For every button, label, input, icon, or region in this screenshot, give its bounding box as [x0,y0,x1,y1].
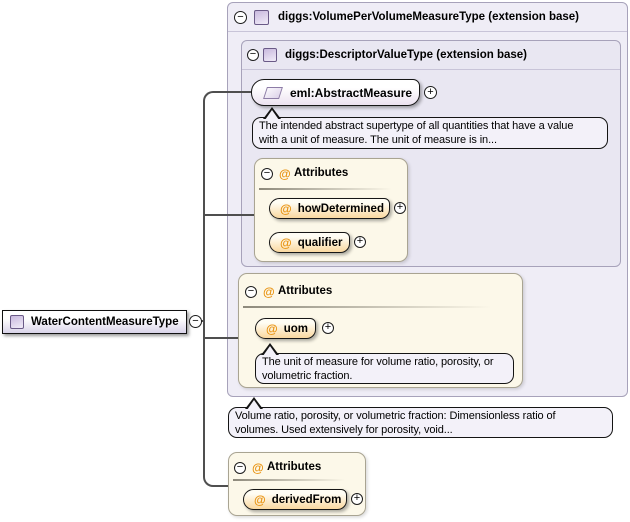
attribute-uom[interactable]: @ uom [255,318,316,339]
attribute-label: uom [283,322,308,335]
attribute-label: qualifier [297,236,343,249]
collapse-icon[interactable]: − [234,11,247,24]
header-divider [242,69,620,70]
attribute-how-determined[interactable]: @ howDetermined [269,198,390,219]
element-label: eml:AbstractMeasure [290,85,413,100]
annotation-uom: The unit of measure for volume ratio, po… [255,343,514,384]
attributes-title: Attributes [278,285,333,297]
complex-type-icon [10,315,24,329]
attribute-label: howDetermined [297,202,384,215]
attribute-icon: @ [280,201,292,216]
expand-icon[interactable]: + [351,493,363,505]
attributes-group-3: − @ Attributes @ derivedFrom + [228,452,366,516]
annotation-volume-ratio: Volume ratio, porosity, or volumetric fr… [228,397,613,438]
container-title: diggs:DescriptorValueType (extension bas… [285,49,527,61]
attribute-derived-from[interactable]: @ derivedFrom [243,489,347,510]
element-abstract-measure[interactable]: eml:AbstractMeasure [251,79,420,106]
annotation-text: volumetric fraction. [262,369,353,382]
attributes-title: Attributes [294,167,349,179]
element-icon [263,87,283,99]
collapse-icon[interactable]: − [261,168,273,180]
collapse-icon[interactable]: − [245,286,257,298]
attribute-label: derivedFrom [271,493,342,506]
attributes-group-1: − @ Attributes @ howDetermined + @ quali… [254,158,408,262]
connector-line [205,214,254,216]
collapse-icon[interactable]: − [189,315,202,328]
attribute-icon: @ [266,321,278,336]
tooltip-pointer [247,400,261,410]
attribute-icon: @ [252,461,264,475]
expand-icon[interactable]: + [424,86,437,99]
expand-icon[interactable]: + [322,322,334,334]
tooltip-pointer [263,346,277,356]
root-type-label: WaterContentMeasureType [31,316,179,328]
annotation-abstract-measure: The intended abstract supertype of all q… [252,107,608,149]
expand-icon[interactable]: + [394,202,406,214]
divider [259,188,392,190]
attribute-icon: @ [279,167,291,181]
header-divider [228,31,627,32]
complex-type-icon [263,48,277,62]
connector-trunk [203,91,252,487]
connector-line [205,337,238,339]
attribute-icon: @ [254,492,266,507]
attribute-icon: @ [280,235,292,250]
collapse-icon[interactable]: − [234,462,246,474]
connector-line [200,320,205,322]
divider [243,306,491,308]
annotation-text: The unit of measure for volume ratio, po… [262,356,494,368]
annotation-text: Volume ratio, porosity, or volumetric fr… [235,410,556,422]
complex-type-icon [254,10,269,25]
collapse-icon[interactable]: − [247,49,259,61]
attribute-qualifier[interactable]: @ qualifier [269,232,350,253]
attribute-icon: @ [263,285,275,299]
annotation-text: with a unit of measure. The unit of meas… [259,133,497,146]
divider [233,479,345,481]
container-title: diggs:VolumePerVolumeMeasureType (extens… [278,11,579,23]
attributes-group-2: − @ Attributes @ uom + The unit of measu… [238,273,523,388]
attributes-title: Attributes [267,461,322,473]
root-type-water-content-measure-type[interactable]: WaterContentMeasureType [2,310,187,334]
annotation-text: volumes. Used extensively for porosity, … [235,423,453,436]
annotation-text: The intended abstract supertype of all q… [259,120,574,132]
expand-icon[interactable]: + [354,236,366,248]
tooltip-pointer [265,110,279,120]
